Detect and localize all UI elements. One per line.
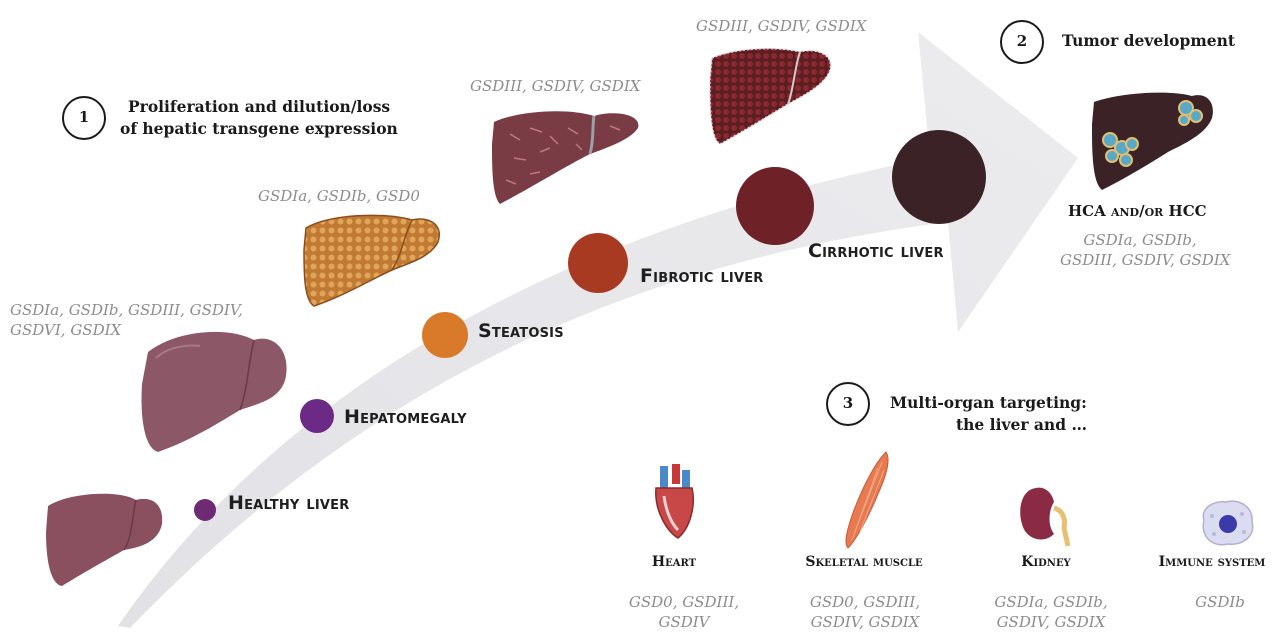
step-1-badge: 1 [62, 96, 106, 140]
fibrotic-stage-dot [568, 233, 628, 293]
immune-system-label: Immune system [1150, 554, 1274, 570]
hepatomegaly-liver-icon [136, 324, 292, 456]
step-2-heading: Tumor development [1062, 30, 1235, 52]
tumor-gsd-line2: GSDIII, GSDIV, GSDIX [1060, 250, 1220, 270]
cirrhotic-liver-icon [706, 44, 836, 148]
tumor-gsd-line1: GSDIa, GSDIb, [1060, 230, 1220, 250]
skeletal-muscle-label: Skeletal muscle [784, 554, 944, 570]
cirrhotic-stage-dot [892, 130, 986, 224]
hepatomegaly-stage-dot [300, 399, 334, 433]
step-1-heading-line1: Proliferation and dilution/loss [128, 96, 390, 118]
tumor-label: HCA and/or HCC [1068, 202, 1207, 220]
heart-gsd-line2: GSDIV [614, 612, 754, 632]
muscle-gsd-line1: GSD0, GSDIII, [790, 592, 940, 612]
healthy-gsd-line2: GSDVI, GSDIX [10, 320, 121, 340]
tumor-liver-icon [1088, 88, 1218, 194]
kidney-icon [1016, 484, 1076, 552]
cirrhotic-gsd: GSDIII, GSDIV, GSDIX [696, 16, 866, 36]
fibrotic-liver-label: Fibrotic liver [640, 265, 764, 287]
fibrotic-liver-icon [490, 104, 646, 210]
step-3-heading-line1: Multi-organ targeting: [890, 392, 1087, 414]
muscle-gsd-line2: GSDIV, GSDIX [790, 612, 940, 632]
kidney-gsd-line1: GSDIa, GSDIb, [976, 592, 1126, 612]
immune-cell-icon [1196, 496, 1260, 550]
steatosis-gsd: GSDIa, GSDIb, GSD0 [258, 186, 420, 206]
healthy-stage-dot [194, 499, 216, 521]
step-2-badge: 2 [1000, 20, 1044, 64]
heart-label: Heart [614, 554, 734, 570]
steatosis-stage-dot [422, 312, 468, 358]
heart-icon [650, 462, 698, 540]
fibrotic-gsd: GSDIII, GSDIV, GSDIX [470, 76, 640, 96]
healthy-gsd-line1: GSDIa, GSDIb, GSDIII, GSDIV, [10, 300, 243, 320]
hepatomegaly-label: Hepatomegaly [344, 406, 467, 428]
cirrhotic-liver-stage-dot [736, 167, 814, 245]
kidney-gsd-line2: GSDIV, GSDIX [976, 612, 1126, 632]
step-3-badge: 3 [826, 382, 870, 426]
muscle-icon [840, 448, 894, 552]
cirrhotic-liver-label: Cirrhotic liver [808, 240, 944, 262]
step-3-heading-line2: the liver and … [956, 414, 1087, 436]
step-1-heading-line2: of hepatic transgene expression [120, 118, 398, 140]
immune-gsd-line1: GSDIb [1170, 592, 1270, 612]
steatosis-label: Steatosis [478, 320, 564, 342]
kidney-label: Kidney [996, 554, 1096, 570]
steatosis-liver-icon [300, 208, 446, 312]
healthy-liver-icon [40, 488, 170, 592]
heart-gsd-line1: GSD0, GSDIII, [614, 592, 754, 612]
healthy-liver-label: Healthy liver [228, 492, 349, 514]
